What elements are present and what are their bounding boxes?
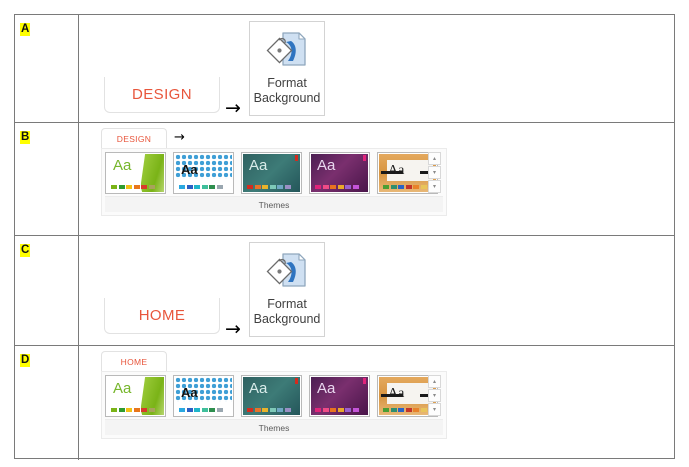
ribbon-panel-d: HOME Aa <box>79 346 674 460</box>
format-background-button-a[interactable]: Format Background <box>249 21 325 116</box>
theme-thumbnail[interactable]: Aa <box>309 152 370 194</box>
theme-thumbnail[interactable]: Aa <box>105 375 166 417</box>
option-content-cell-a: DESIGN → <box>79 15 674 122</box>
theme-thumbnail[interactable]: Aa <box>309 375 370 417</box>
option-label-cell-d: D <box>15 346 79 460</box>
option-content-cell-b: DESIGN → Aa <box>79 123 674 235</box>
theme-corner-dot <box>294 155 298 161</box>
theme-swatches <box>383 408 427 412</box>
format-background-panel-c: HOME → Form <box>79 236 674 345</box>
scroll-down-button[interactable]: ▾ <box>428 166 441 179</box>
theme-swatches <box>111 408 155 412</box>
ribbon-tab-label: HOME <box>120 356 148 367</box>
theme-thumbnail[interactable]: Aa <box>105 152 166 194</box>
button-label-line2: Background <box>253 312 321 326</box>
themes-gallery: Aa Aa <box>105 152 445 198</box>
theme-sample-text: Aa <box>317 157 336 174</box>
theme-thumbnail[interactable]: Aa <box>173 375 234 417</box>
themes-gallery: Aa Aa <box>105 375 445 421</box>
scroll-down-button[interactable]: ▾ <box>428 389 441 402</box>
table-row: D HOME Aa <box>15 346 674 460</box>
decor-bar-left <box>381 394 403 397</box>
scroll-up-button[interactable]: ▴ <box>428 152 441 165</box>
ribbon-tab-home-d[interactable]: HOME <box>101 351 167 371</box>
button-label-line1: Format <box>267 297 307 311</box>
option-label-cell-a: A <box>15 15 79 122</box>
format-background-button-c[interactable]: Format Background <box>249 242 325 337</box>
more-themes-button[interactable]: ▾ <box>428 403 441 416</box>
theme-swatches <box>179 408 223 412</box>
theme-swatches <box>315 185 359 189</box>
theme-swatches <box>383 185 427 189</box>
theme-corner-dot <box>362 155 366 161</box>
format-background-icon <box>266 251 308 291</box>
theme-swatches <box>315 408 359 412</box>
ribbon-group-label: Themes <box>105 196 443 212</box>
decor-bar-right <box>420 394 434 397</box>
theme-sample-text: Aa <box>317 380 336 397</box>
decor-bar-left <box>381 171 403 174</box>
option-letter: C <box>20 244 31 257</box>
theme-swatches <box>247 408 291 412</box>
decor-paper <box>387 160 433 181</box>
option-label-cell-c: C <box>15 236 79 345</box>
themes-group-d: Aa Aa <box>101 371 447 439</box>
format-background-icon <box>266 30 308 70</box>
theme-sample-text: Aa <box>181 162 198 177</box>
pointer-arrow-icon: → <box>174 130 185 145</box>
theme-sample-text: Aa <box>113 157 132 174</box>
theme-thumbnail[interactable]: Aa <box>173 152 234 194</box>
table-row: B DESIGN → Aa <box>15 123 674 236</box>
option-content-cell-c: HOME → Form <box>79 236 674 345</box>
theme-thumbnail[interactable]: Aa <box>241 375 302 417</box>
ribbon-group-label: Themes <box>105 419 443 435</box>
gallery-scroll-controls: ▴ ▾ ▾ <box>428 375 441 416</box>
gallery-scroll-controls: ▴ ▾ ▾ <box>428 152 441 193</box>
themes-group-b: Aa Aa <box>101 148 447 216</box>
pointer-arrow-icon: → <box>225 97 241 119</box>
theme-sample-text: Aa <box>113 380 132 397</box>
ribbon-tab-design-a[interactable]: DESIGN <box>104 77 220 113</box>
theme-swatches <box>179 185 223 189</box>
option-label-cell-b: B <box>15 123 79 235</box>
button-label-line1: Format <box>267 76 307 90</box>
more-themes-button[interactable]: ▾ <box>428 180 441 193</box>
ribbon-tab-label: DESIGN <box>132 86 192 103</box>
options-table: A DESIGN → <box>14 14 675 460</box>
option-letter: A <box>20 23 31 36</box>
ribbon-tab-label: HOME <box>138 307 186 324</box>
theme-corner-dot <box>362 378 366 384</box>
theme-swatches <box>247 185 291 189</box>
decor-bar-right <box>420 171 434 174</box>
ribbon-tab-label: DESIGN <box>116 133 152 144</box>
theme-thumbnail[interactable]: Aa <box>377 152 438 194</box>
decor-paper <box>387 383 433 404</box>
theme-thumbnail[interactable]: Aa <box>241 152 302 194</box>
option-letter: B <box>20 131 31 144</box>
theme-sample-text: Aa <box>388 163 405 178</box>
table-row: A DESIGN → <box>15 15 674 123</box>
theme-corner-dot <box>294 378 298 384</box>
scroll-up-button[interactable]: ▴ <box>428 375 441 388</box>
theme-sample-text: Aa <box>181 385 198 400</box>
format-background-button-label: Format Background <box>254 76 321 106</box>
option-letter: D <box>20 354 31 367</box>
format-background-button-label: Format Background <box>254 297 321 327</box>
option-content-cell-d: HOME Aa <box>79 346 674 460</box>
theme-sample-text: Aa <box>388 386 405 401</box>
ribbon-panel-b: DESIGN → Aa <box>79 123 674 235</box>
format-background-panel-a: DESIGN → <box>79 15 674 122</box>
pointer-arrow-icon: → <box>225 318 241 340</box>
ribbon-tab-design-b[interactable]: DESIGN <box>101 128 167 148</box>
theme-sample-text: Aa <box>249 380 268 397</box>
button-label-line2: Background <box>253 91 321 105</box>
theme-thumbnail[interactable]: Aa <box>377 375 438 417</box>
theme-swatches <box>111 185 155 189</box>
theme-sample-text: Aa <box>249 157 268 174</box>
table-row: C HOME → <box>15 236 674 346</box>
ribbon-tab-home-c[interactable]: HOME <box>104 298 220 334</box>
